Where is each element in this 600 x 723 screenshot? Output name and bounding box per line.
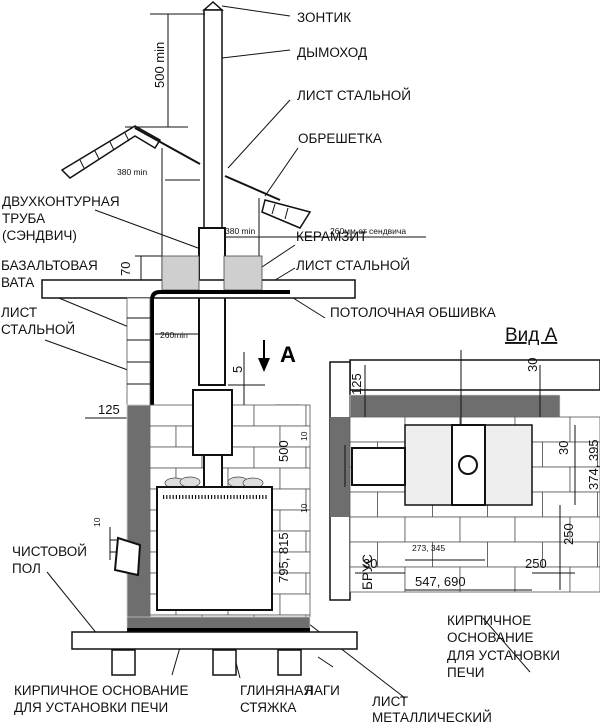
dim-wall-gap: 260min — [160, 330, 188, 340]
brick — [349, 416, 406, 443]
dim-va-10-bottom: 10 — [299, 503, 309, 513]
stove-pipe — [203, 454, 223, 488]
dim-roof-height: 500 min — [152, 42, 167, 88]
side-pipe — [351, 447, 406, 486]
dim-pipe-gap: 5 — [230, 366, 245, 373]
dim-tank-height: 500 — [276, 440, 291, 462]
label-basalt-1: БАЗАЛЬТОВАЯ — [1, 258, 98, 273]
dim-va-30-top: 30 — [525, 358, 540, 372]
dim-va-250-bottom: 250 — [525, 556, 547, 571]
label-steel-sheet-roof: ЛИСТ СТАЛЬНОЙ — [297, 88, 411, 103]
label-metal-sheet-1: ЛИСТ — [372, 694, 408, 709]
label-basalt-2: ВАТА — [1, 275, 34, 290]
label-clay-screed-2: СТЯЖКА — [240, 700, 296, 715]
brick — [514, 566, 571, 593]
dim-va-273-345: 273, 345 — [412, 543, 445, 553]
view-a-title: Вид А — [505, 325, 558, 346]
view-arrow-icon — [258, 340, 270, 372]
steel-sheet — [150, 290, 290, 410]
stove-body — [156, 486, 273, 611]
dim-va-125: 125 — [349, 373, 364, 395]
dim-va-30-right: 30 — [556, 441, 571, 455]
view-a — [329, 350, 600, 601]
brick — [569, 516, 600, 543]
label-sandwich-2: ТРУБА — [2, 211, 45, 226]
brick — [404, 516, 461, 543]
wall-upper — [126, 297, 151, 406]
label-metal-sheet-2: МЕТАЛЛИЧЕСКИЙ — [372, 710, 492, 723]
joists — [111, 649, 302, 676]
label-sandwich-1: ДВУХКОНТУРНАЯ — [2, 194, 120, 209]
brick — [305, 404, 311, 427]
dim-va-10-top: 10 — [299, 431, 309, 441]
floor-board — [71, 631, 358, 650]
label-steel-sheet-ceiling: ЛИСТ СТАЛЬНОЙ — [296, 258, 410, 273]
label-sandwich-3: (СЭНДВИЧ) — [2, 228, 77, 243]
dim-door-gap: 10 — [92, 517, 102, 527]
brick — [305, 446, 311, 469]
brick — [404, 566, 461, 593]
brick — [227, 425, 281, 448]
brick — [459, 566, 516, 593]
brick-base — [126, 616, 311, 630]
brick — [279, 467, 311, 490]
umbrella-cap — [202, 0, 224, 11]
brick — [487, 541, 543, 568]
brick — [349, 491, 378, 518]
dim-stove-height: 795, 815 — [276, 532, 291, 583]
label-steel-sheet-wall-2: СТАЛЬНОЙ — [1, 322, 75, 337]
label-brick-base-1: КИРПИЧНОЕ ОСНОВАНИЕ — [14, 683, 189, 698]
roof-right — [224, 175, 312, 229]
label-finish-floor-2: ПОЛ — [12, 561, 41, 576]
water-tank — [192, 389, 233, 456]
label-view-a-base-2: ОСНОВАНИЕ — [447, 630, 534, 645]
label-view-a-base-3: ДЛЯ УСТАНОВКИ — [447, 648, 560, 663]
label-brick-base-2: ДЛЯ УСТАНОВКИ ПЕЧИ — [14, 700, 168, 715]
dim-roof-gap-right: 380 min — [225, 226, 256, 236]
label-steel-sheet-wall-1: ЛИСТ — [1, 305, 37, 320]
brick — [305, 572, 311, 595]
dim-insulation: 70 — [118, 262, 133, 276]
brick — [569, 566, 600, 593]
label-beam: БРУС — [360, 554, 375, 590]
stones — [164, 476, 264, 489]
brick — [305, 530, 311, 553]
label-joists: ЛАГИ — [305, 683, 340, 698]
brick — [349, 566, 406, 593]
flue-opening — [458, 455, 478, 475]
brick — [459, 516, 516, 543]
brick — [349, 516, 406, 543]
dim-wall-offset: 125 — [98, 402, 120, 417]
brick — [253, 404, 307, 427]
label-view-a-base-1: КИРПИЧНОЕ — [447, 613, 531, 628]
expanded-clay-left — [161, 255, 200, 291]
label-expanded-clay: КЕРАМЗИТ — [296, 229, 367, 244]
dim-roof-gap-left: 380 min — [117, 167, 148, 177]
brick — [149, 425, 177, 448]
dim-va-374-395: 374, 395 — [586, 439, 600, 490]
wall-dark-bricks — [126, 404, 151, 621]
metal-sheet — [127, 628, 310, 632]
label-ceiling-lining: ПОТОЛОЧНАЯ ОБШИВКА — [330, 305, 496, 320]
label-lathing: ОБРЕШЕТКА — [298, 131, 382, 146]
label-chimney: ДЫМОХОД — [297, 45, 367, 60]
dim-va-30-bottom: 30 — [363, 556, 377, 571]
dim-sandwich-distance: 260мм от сендвича — [330, 226, 406, 236]
label-finish-floor-1: ЧИСТОВОЙ — [12, 544, 87, 559]
chimney-pipe — [202, 0, 224, 231]
expanded-clay-right — [223, 255, 263, 291]
brick — [542, 491, 598, 518]
dim-va-250-right: 250 — [561, 523, 576, 545]
dim-va-547-690: 547, 690 — [415, 574, 466, 589]
label-clay-screed-1: ГЛИНЯНАЯ — [240, 683, 313, 698]
sandwich-pipe — [198, 227, 226, 386]
roof-left — [60, 125, 201, 179]
label-umbrella: ЗОНТИК — [297, 10, 351, 25]
brick — [542, 441, 598, 468]
brick — [279, 593, 311, 616]
label-view-a-base-4: ПЕЧИ — [447, 665, 484, 680]
firebox-door — [113, 536, 142, 577]
view-marker: A — [280, 342, 296, 367]
